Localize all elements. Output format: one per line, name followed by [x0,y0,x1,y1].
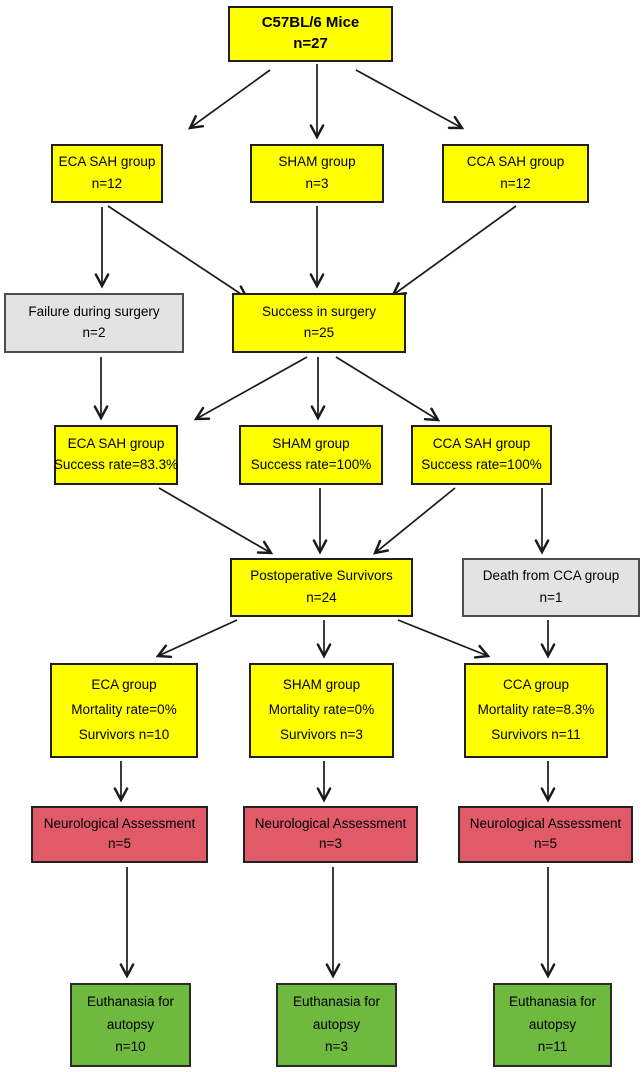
node-line: Neurological Assessment [469,815,622,831]
node-line: Success rate=83.3% [53,457,179,473]
arrow-success-to-eca-success [196,356,308,419]
node-sham-group-outcome: SHAM group Mortality rate=0% Survivors n… [249,663,394,758]
node-cca-sah-group-initial: CCA SAH group n=12 [442,144,589,203]
node-line: Survivors n=10 [78,727,170,743]
arrow-eca-to-success [107,205,247,298]
node-line: Success rate=100% [421,457,542,473]
node-line: n=11 [537,1038,568,1054]
node-line: Failure during surgery [28,303,160,319]
node-line: Euthanasia for [86,994,175,1010]
node-sham-group-initial: SHAM group n=3 [250,144,384,203]
arrow-postop-to-eca-outcome [158,619,238,656]
node-success-in-surgery: Success in surgery n=25 [232,293,406,353]
node-line: Survivors n=3 [280,727,363,743]
node-line: n=2 [82,325,106,341]
node-line: n=5 [534,836,557,852]
node-line: Success rate=100% [250,457,372,473]
arrow-mice-to-eca-initial [190,69,271,128]
node-line: ECA SAH group [67,435,165,451]
node-line: SHAM group [278,154,356,170]
arrow-cca-to-postop [375,487,456,553]
node-euthanasia-cca: Euthanasia for autopsy n=11 [493,983,612,1067]
node-line: n=3 [319,836,342,852]
node-eca-sah-group-success: ECA SAH group Success rate=83.3% [54,425,178,485]
node-neurological-assessment-cca: Neurological Assessment n=5 [458,806,633,863]
node-line: SHAM group [272,435,350,451]
node-line: SHAM group [282,677,361,693]
node-line: n=12 [91,175,123,191]
node-line: Euthanasia for [508,994,597,1010]
node-failure-during-surgery: Failure during surgery n=2 [4,293,184,353]
node-line: CCA SAH group [466,154,565,170]
node-cca-sah-group-success: CCA SAH group Success rate=100% [411,425,552,485]
arrow-mice-to-cca-initial [355,69,462,128]
node-line: Mortality rate=8.3% [477,702,595,718]
node-cca-group-outcome: CCA group Mortality rate=8.3% Survivors … [464,663,608,758]
node-line: Mortality rate=0% [268,702,375,718]
node-line: n=24 [306,589,337,605]
node-line: Euthanasia for [292,994,381,1010]
node-line: n=25 [303,325,335,341]
node-death-from-cca-group: Death from CCA group n=1 [462,558,640,617]
node-mice: C57BL/6 Mice n=27 [228,6,393,62]
node-line: n=5 [108,836,131,852]
node-line: autopsy [312,1016,361,1032]
node-euthanasia-eca: Euthanasia for autopsy n=10 [70,983,191,1067]
arrow-postop-to-cca-outcome [397,619,488,656]
node-eca-group-outcome: ECA group Mortality rate=0% Survivors n=… [50,663,198,758]
node-line: Neurological Assessment [254,815,407,831]
node-sham-group-success: SHAM group Success rate=100% [239,425,383,485]
node-line: Neurological Assessment [43,815,196,831]
arrow-success-to-cca-success [335,356,438,420]
node-line: Postoperative Survivors [250,568,393,584]
node-line: ECA group [91,677,157,693]
node-line: C57BL/6 Mice [261,14,360,32]
node-line: n=27 [293,35,328,53]
node-line: autopsy [528,1016,577,1032]
node-line: autopsy [106,1016,155,1032]
node-line: n=3 [305,175,329,191]
node-line: ECA SAH group [58,154,156,170]
node-line: Mortality rate=0% [71,702,177,718]
node-line: Success in surgery [261,303,377,319]
arrow-eca-to-postop [158,487,271,553]
node-postoperative-survivors: Postoperative Survivors n=24 [230,558,413,617]
node-eca-sah-group-initial: ECA SAH group n=12 [51,144,163,203]
node-neurological-assessment-eca: Neurological Assessment n=5 [31,806,208,863]
node-line: n=3 [325,1038,348,1054]
node-neurological-assessment-sham: Neurological Assessment n=3 [243,806,418,863]
node-euthanasia-sham: Euthanasia for autopsy n=3 [276,983,397,1067]
arrow-cca-to-success [393,205,517,295]
node-line: n=10 [115,1038,146,1054]
node-line: CCA group [502,677,570,693]
node-line: CCA SAH group [432,435,531,451]
node-line: n=1 [539,589,563,605]
node-line: n=12 [500,175,531,191]
node-line: Survivors n=11 [491,727,581,743]
node-line: Death from CCA group [482,568,620,584]
